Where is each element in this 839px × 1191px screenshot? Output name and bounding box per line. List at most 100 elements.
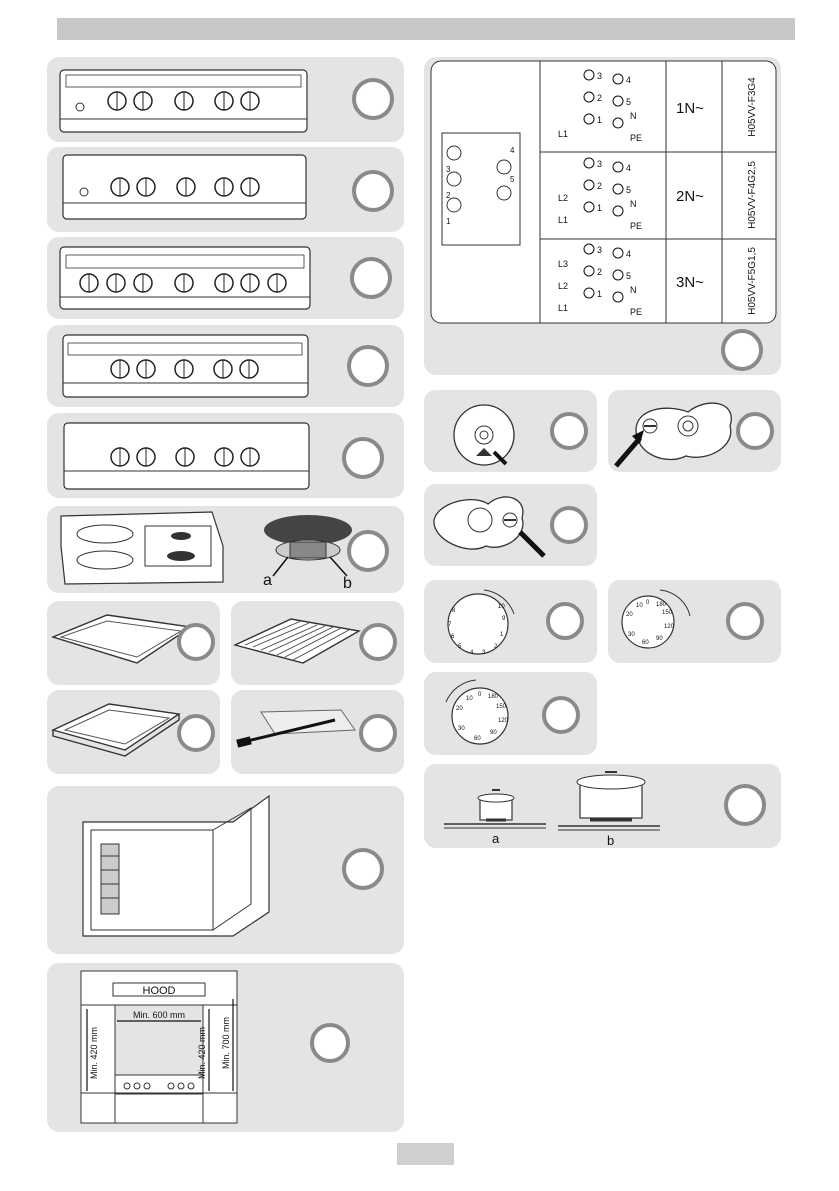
dial-tick: 90 — [656, 636, 663, 642]
min-700-label: Min. 700 mm — [221, 1017, 231, 1069]
figure-marker-circle — [546, 602, 584, 640]
panel-dial-third: 20 10 0 180 150 120 90 60 30 — [424, 672, 597, 755]
block-number: 3 — [446, 165, 451, 174]
figure-marker-circle — [342, 848, 384, 890]
figure-marker-circle — [359, 623, 397, 661]
terminal-label: 3 — [597, 159, 602, 169]
dial-tick: 30 — [458, 726, 465, 732]
dial-tick: 90 — [490, 730, 497, 736]
dial-tick: 7 — [448, 622, 452, 628]
dial-tick: 20 — [456, 706, 463, 712]
panel-wiring: 3 2 1 4 5 3 2 1 4 5 L1 N PE 1N~ H05VV-F3… — [424, 57, 781, 375]
terminal-label: 4 — [626, 249, 631, 259]
figure-marker-circle — [350, 257, 392, 299]
line-label: L1 — [558, 215, 568, 225]
dial-tick: 5 — [458, 644, 462, 650]
dial-tick: 6 — [451, 634, 455, 640]
panel-control-1 — [47, 57, 404, 142]
control-panel-drawing-1 — [59, 69, 308, 133]
burner-label-a: a — [263, 572, 272, 589]
knob-adjust-drawing-3 — [433, 496, 546, 558]
line-label: L1 — [558, 303, 568, 313]
panel-dial-small: 20 10 0 180 150 120 90 60 30 — [608, 580, 781, 663]
figure-marker-circle — [347, 530, 389, 572]
terminal-label: 4 — [626, 75, 631, 85]
dial-tick: 4 — [470, 650, 474, 656]
terminal-label: 1 — [597, 203, 602, 213]
line-label: L2 — [558, 281, 568, 291]
line-label: L2 — [558, 193, 568, 203]
dial-tick: 180 — [488, 694, 499, 700]
figure-marker-circle — [550, 412, 588, 450]
panel-knob-adjust-3 — [424, 484, 597, 566]
min-420-left-label: Min. 420 mm — [89, 1027, 99, 1079]
control-panel-drawing-4 — [62, 334, 309, 398]
figure-marker-circle — [724, 784, 766, 826]
block-number: 2 — [446, 191, 451, 200]
dial-tick: 120 — [498, 718, 509, 724]
panel-accessory-rack — [231, 601, 404, 685]
panel-control-4 — [47, 325, 404, 407]
dial-tick: 10 — [498, 604, 505, 610]
figure-marker-circle — [359, 714, 397, 752]
terminal-label: 1 — [597, 115, 602, 125]
dial-tick: 2 — [494, 644, 498, 650]
knob-adjust-drawing-2 — [614, 402, 732, 468]
deep-tray-drawing — [50, 703, 181, 757]
panel-control-5 — [47, 413, 404, 498]
dial-tick: 120 — [664, 624, 675, 630]
block-number: 1 — [446, 217, 451, 226]
neutral-label: N — [630, 199, 637, 209]
dial-tick: 150 — [496, 704, 507, 710]
panel-hob-burner: a b — [47, 506, 404, 593]
panel-dial-large: 7 6 5 4 3 2 1 8 9 10 — [424, 580, 597, 663]
page-number-bar — [397, 1143, 454, 1165]
figure-marker-circle — [542, 696, 580, 734]
installation-drawing: HOOD Min. 600 mm Min. 420 mm Min. 420 mm… — [80, 970, 238, 1124]
control-panel-drawing-3 — [59, 246, 311, 310]
panel-pots: a b — [424, 764, 781, 848]
terminal-label: 5 — [626, 97, 631, 107]
dial-tick: 8 — [452, 608, 456, 614]
pot-label-b: b — [607, 833, 614, 848]
hob-burner-drawing: a b — [60, 511, 352, 592]
figure-marker-circle — [177, 714, 215, 752]
pot-label-a: a — [492, 831, 500, 846]
pots-drawing: a b — [444, 771, 660, 848]
dial-small-drawing: 20 10 0 180 150 120 90 60 30 — [621, 589, 691, 649]
dial-tick: 60 — [474, 736, 481, 742]
figure-marker-circle — [721, 329, 763, 371]
terminal-label: 5 — [626, 185, 631, 195]
wire-rack-drawing — [232, 618, 362, 664]
dial-tick: 10 — [466, 696, 473, 702]
dial-tick: 3 — [482, 650, 486, 656]
terminal-label: 5 — [626, 271, 631, 281]
terminal-label: 3 — [597, 245, 602, 255]
tool-drawing — [236, 709, 356, 748]
terminal-label: 2 — [597, 93, 602, 103]
terminal-label: 4 — [626, 163, 631, 173]
terminal-label: 2 — [597, 267, 602, 277]
dial-tick: 9 — [502, 616, 506, 622]
control-panel-drawing-2 — [62, 154, 307, 220]
figure-marker-circle — [177, 623, 215, 661]
terminal-label: 1 — [597, 289, 602, 299]
burner-label-b: b — [343, 575, 352, 592]
panel-control-2 — [47, 147, 404, 232]
dial-large-drawing: 7 6 5 4 3 2 1 8 9 10 — [447, 589, 515, 656]
figure-marker-circle — [352, 78, 394, 120]
wiring-drawing: 3 2 1 4 5 3 2 1 4 5 L1 N PE 1N~ H05VV-F3… — [430, 60, 777, 324]
dial-tick: 10 — [636, 603, 643, 609]
knob-adjust-drawing-1 — [453, 404, 515, 466]
cable-label: H05VV-F5G1,5 — [747, 247, 758, 315]
dial-tick: 20 — [626, 612, 633, 618]
pe-label: PE — [630, 307, 642, 317]
cable-label: H05VV-F3G4 — [747, 77, 758, 137]
panel-knob-adjust-1 — [424, 390, 597, 472]
dial-tick: 180 — [656, 602, 667, 608]
phase-label: 2N~ — [676, 188, 704, 205]
dial-tick: 150 — [662, 610, 673, 616]
min-420-right-label: Min. 420 mm — [197, 1027, 207, 1079]
figure-marker-circle — [550, 506, 588, 544]
control-panel-drawing-5 — [63, 422, 310, 490]
